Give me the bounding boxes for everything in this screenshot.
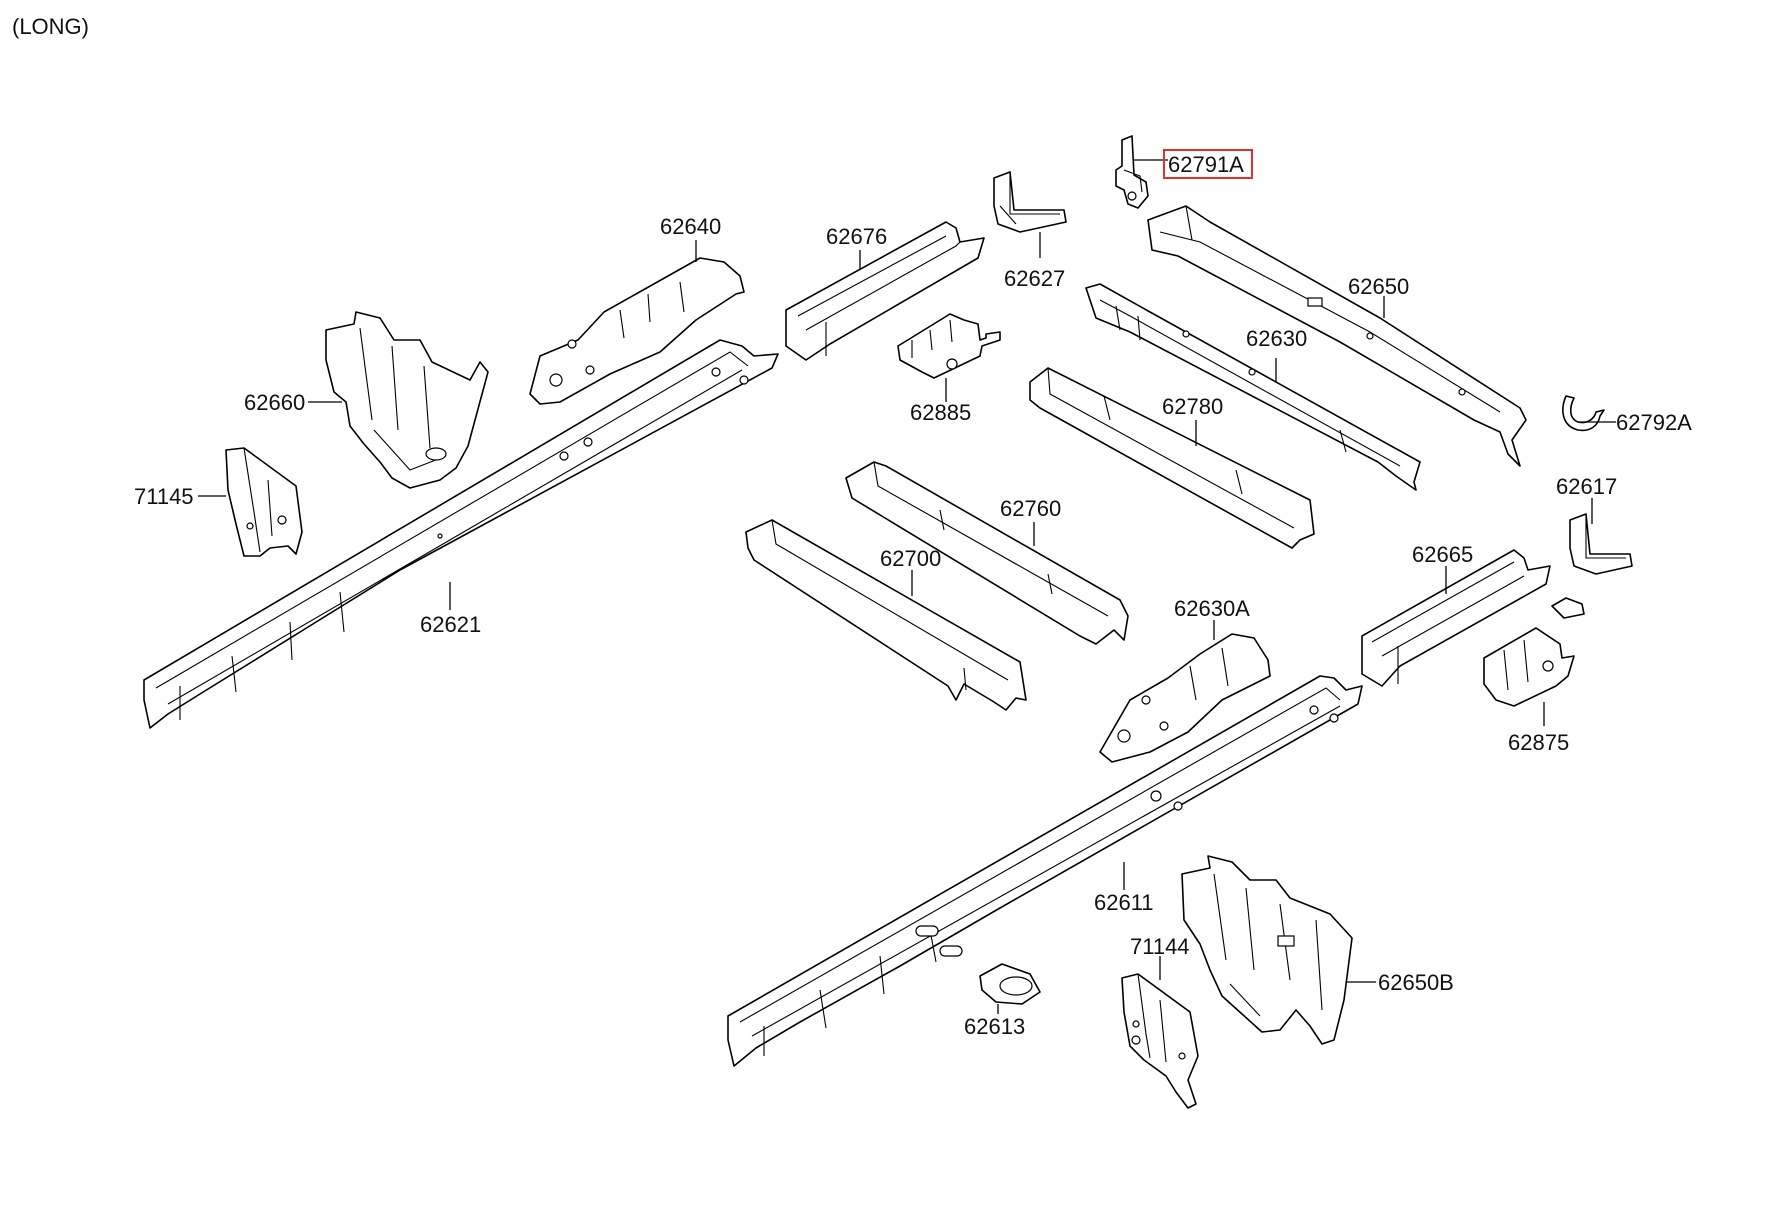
part-label-62760[interactable]: 62760 (1000, 496, 1061, 521)
part-62640-shape[interactable] (529, 257, 745, 405)
part-label-62792A[interactable]: 62792A (1616, 410, 1692, 435)
variant-label: (LONG) (12, 14, 89, 39)
part-71144-shape[interactable] (1121, 973, 1199, 1109)
part-62875-shape[interactable] (1483, 627, 1575, 707)
part-label-62791A[interactable]: 62791A (1168, 152, 1244, 177)
part-label-62611[interactable]: 62611 (1094, 890, 1154, 915)
part-label-62665[interactable]: 62665 (1412, 542, 1473, 567)
part-label-62627[interactable]: 62627 (1004, 266, 1065, 291)
part-62791A-shape[interactable] (1115, 135, 1149, 209)
part-label-62621[interactable]: 62621 (420, 612, 481, 637)
part-62792A-shape[interactable] (1562, 395, 1605, 432)
part-62780-shape[interactable] (1029, 367, 1315, 549)
part-62611-shape[interactable] (727, 675, 1363, 1067)
part-62791A-highlight (1163, 149, 1253, 179)
part-label-62885[interactable]: 62885 (910, 400, 971, 425)
part-label-62630[interactable]: 62630 (1246, 326, 1307, 351)
part-label-62640[interactable]: 62640 (660, 214, 721, 239)
part-62613-shape[interactable] (979, 963, 1041, 1005)
part-label-62875[interactable]: 62875 (1508, 730, 1569, 755)
part-62700-shape[interactable] (745, 519, 1027, 711)
part-62621-shape[interactable] (143, 339, 779, 729)
part-62650-shape[interactable] (1147, 205, 1527, 467)
part-label-62650B[interactable]: 62650B (1378, 970, 1454, 995)
part-71145-shape[interactable] (225, 447, 303, 557)
part-62630A-shape[interactable] (1099, 633, 1271, 763)
part-62660-shape[interactable] (325, 311, 489, 489)
part-label-62650[interactable]: 62650 (1348, 274, 1409, 299)
part-label-62780[interactable]: 62780 (1162, 394, 1223, 419)
part-62885-shape[interactable] (897, 313, 1001, 379)
part-label-71144[interactable]: 71144 (1130, 934, 1190, 959)
part-62630-shape[interactable] (1085, 283, 1421, 491)
part-label-62630A[interactable]: 62630A (1174, 596, 1250, 621)
part-62676-shape[interactable] (785, 221, 985, 361)
part-labels: 62791A 62640 62676 62627 62650 62630 626… (134, 152, 1692, 1039)
part-62650B-shape[interactable] (1181, 855, 1353, 1045)
part-label-62676[interactable]: 62676 (826, 224, 887, 249)
part-label-62700[interactable]: 62700 (880, 546, 941, 571)
part-label-71145[interactable]: 71145 (134, 484, 194, 509)
part-label-62660[interactable]: 62660 (244, 390, 305, 415)
part-62627-shape[interactable] (993, 171, 1067, 233)
part-label-62617[interactable]: 62617 (1556, 474, 1617, 499)
part-62665-shape[interactable] (1361, 549, 1551, 687)
part-label-62613[interactable]: 62613 (964, 1014, 1025, 1039)
leader-lines (198, 159, 1616, 1014)
part-62617-shape[interactable] (1551, 513, 1633, 619)
part-62760-shape[interactable] (845, 461, 1129, 645)
